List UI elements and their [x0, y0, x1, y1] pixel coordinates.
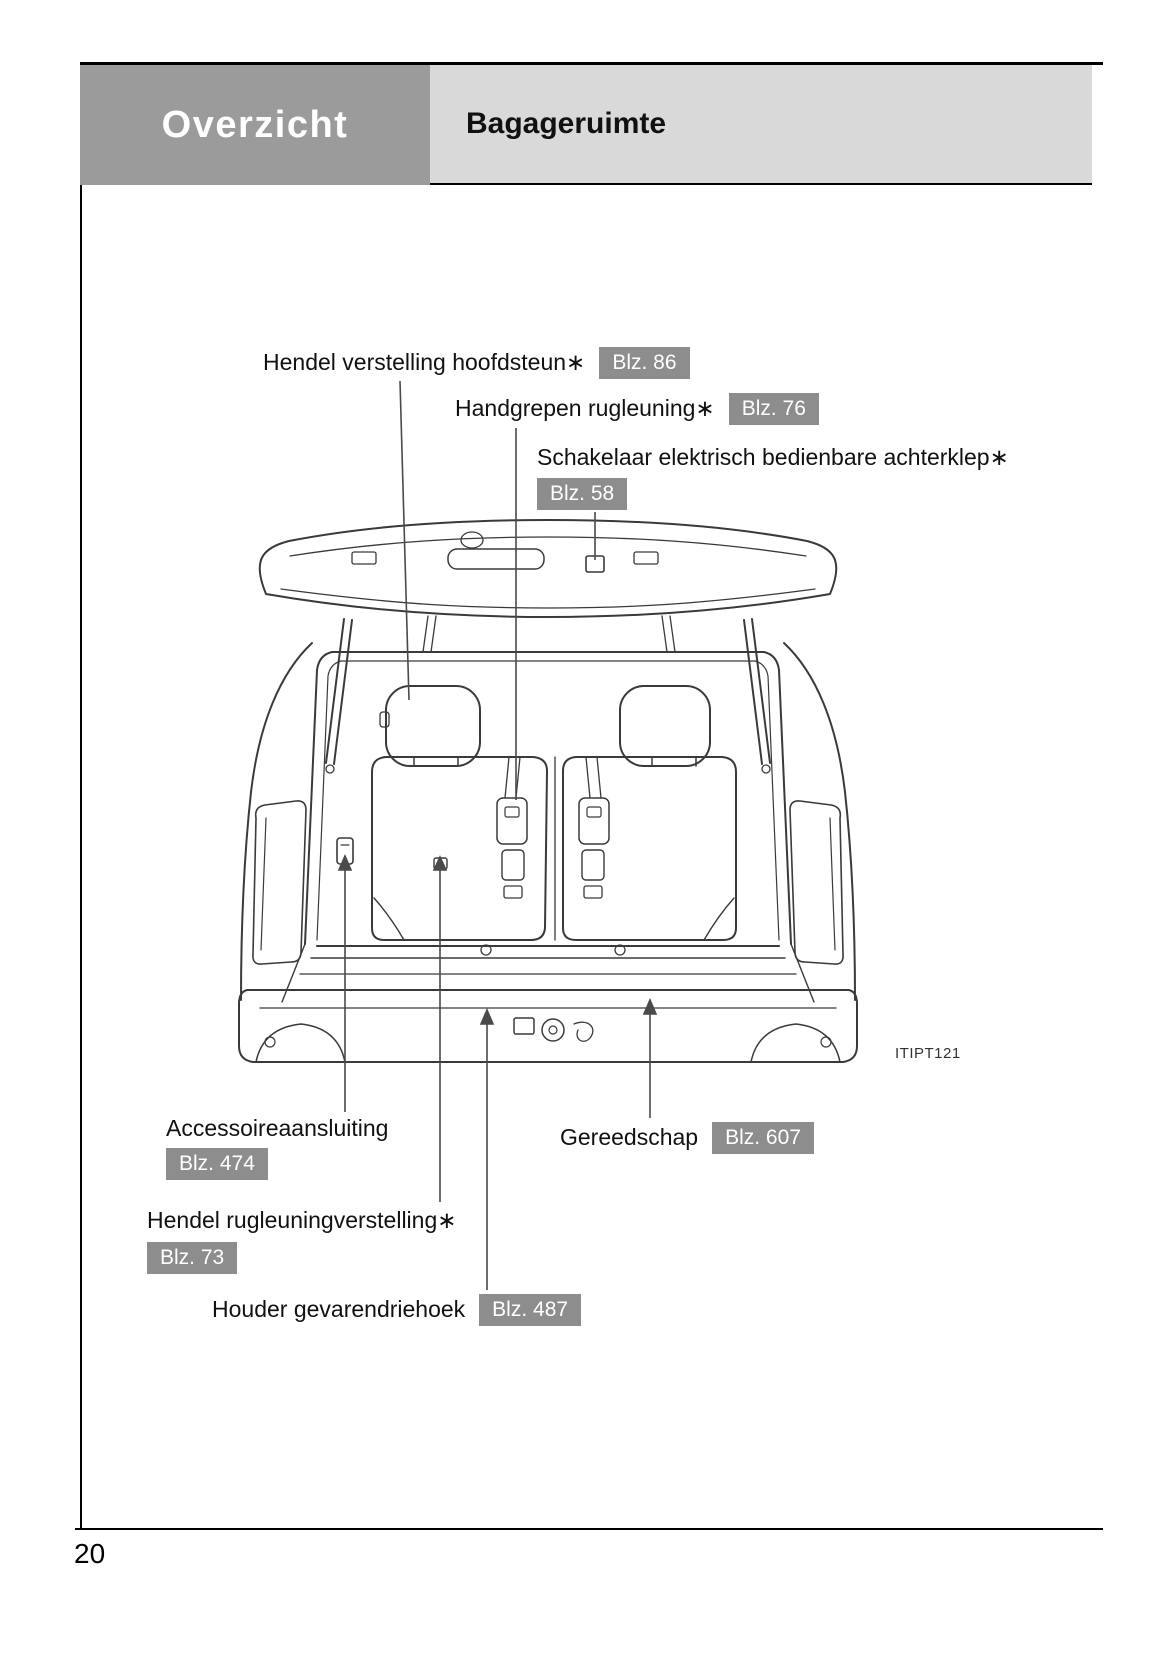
tailgate — [258, 519, 838, 653]
headrest-right — [619, 685, 711, 767]
callout-tools: Gereedschap Blz. 607 — [560, 1122, 814, 1155]
callout-triangle-holder: Houder gevarendriehoek Blz. 487 — [212, 1294, 582, 1327]
callout-power-tailgate: Schakelaar elektrisch bedienbare achterk… — [537, 443, 1009, 473]
arrowhead — [642, 997, 658, 1015]
cargo-opening — [304, 651, 792, 945]
page-badge: Blz. 76 — [728, 393, 819, 426]
tool-area — [513, 1017, 594, 1042]
section-header: Overzicht — [80, 65, 430, 185]
seatback-left — [371, 756, 548, 941]
section-label: Overzicht — [161, 103, 349, 146]
page-badge: Blz. 86 — [599, 347, 690, 380]
taillight-left — [252, 800, 307, 965]
page-title: Bagageruimte — [466, 107, 667, 140]
callout-label: Hendel verstelling hoofdsteun∗ — [263, 349, 586, 376]
page-badge: Blz. 58 — [537, 478, 628, 511]
bumper — [238, 989, 858, 1063]
page-badge: Blz. 487 — [479, 1294, 582, 1327]
page-badge: Blz. 607 — [712, 1122, 814, 1155]
leader-lines — [337, 380, 658, 1290]
callout-label: Handgrepen rugleuning∗ — [455, 395, 715, 422]
callout-accessory: Accessoireaansluiting — [166, 1114, 388, 1144]
callout-label: Houder gevarendriehoek — [212, 1296, 466, 1323]
seatback-right — [562, 756, 737, 941]
page-badge: Blz. 73 — [147, 1242, 238, 1275]
arrowhead — [337, 853, 353, 871]
callout-recline: Hendel rugleuningverstelling∗ — [147, 1206, 457, 1236]
page-title-bar: Bagageruimte — [430, 65, 1092, 185]
callout-backrest-grips: Handgrepen rugleuning∗ Blz. 76 — [455, 393, 819, 426]
body-sides — [240, 642, 856, 1001]
cargo-floor — [281, 943, 815, 1003]
arrowhead — [479, 1007, 495, 1025]
callout-label: Hendel rugleuningverstelling∗ — [147, 1207, 457, 1233]
tailgate-struts — [325, 618, 771, 774]
left-margin-rule — [80, 62, 82, 1530]
seatbelt-buckles — [496, 756, 610, 899]
rear-seats — [371, 685, 737, 941]
page-badge: Blz. 474 — [166, 1148, 268, 1181]
callout-label: Accessoireaansluiting — [166, 1115, 389, 1141]
header-top-rule — [80, 62, 1103, 65]
arrowhead — [432, 855, 448, 871]
footer-rule — [75, 1528, 1103, 1530]
callout-label: Schakelaar elektrisch bedienbare achterk… — [537, 444, 1009, 470]
page-number: 20 — [74, 1538, 106, 1569]
figure-code: ITIPT121 — [895, 1045, 961, 1062]
callout-label: Gereedschap — [560, 1124, 699, 1151]
leader-headrest — [399, 380, 410, 701]
callout-headrest: Hendel verstelling hoofdsteun∗ Blz. 86 — [263, 347, 690, 380]
headrest-left — [385, 685, 481, 767]
taillight-right — [789, 800, 844, 965]
